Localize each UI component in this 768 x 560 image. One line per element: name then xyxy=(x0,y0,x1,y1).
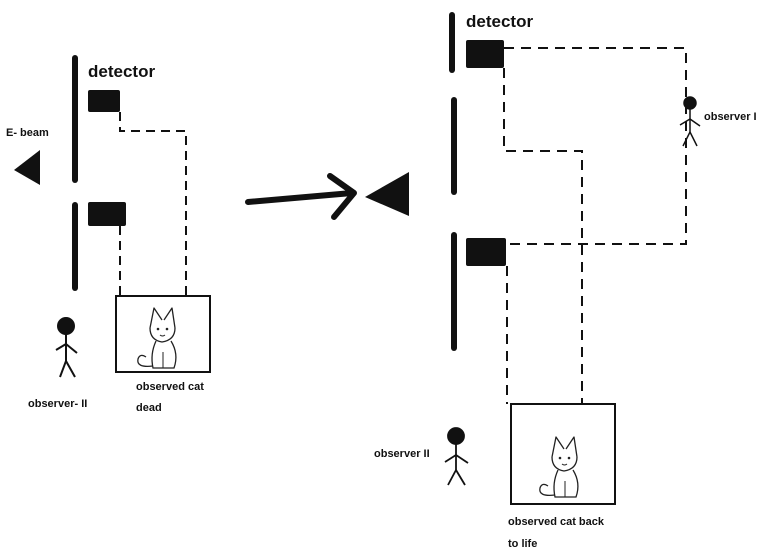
left-electron-gun xyxy=(14,150,40,185)
right-wire-top-loop xyxy=(504,47,687,245)
right-observer2-icon xyxy=(444,427,469,486)
left-cat-caption-line2: dead xyxy=(136,402,162,414)
left-wire-top xyxy=(119,112,187,296)
left-detector-label: detector xyxy=(88,62,156,81)
right-detector-top xyxy=(466,40,504,68)
right-cat-box xyxy=(510,403,616,505)
right-wire-top-down xyxy=(503,68,583,404)
left-cat-caption-line1: observed cat xyxy=(136,381,204,393)
right-detector-bottom xyxy=(466,238,506,266)
right-cat-caption-line1: observed cat back xyxy=(508,516,604,528)
left-observer-label: observer- II xyxy=(28,398,88,410)
right-observer2-label: observer II xyxy=(374,448,430,460)
right-electron-gun xyxy=(365,172,409,216)
left-beam-label: E- beam xyxy=(6,127,49,139)
right-cat-caption-line2: to life xyxy=(508,538,538,550)
left-detector-top xyxy=(88,90,120,112)
right-observer1-label: observer I xyxy=(704,111,757,123)
transition-arrow xyxy=(245,173,357,220)
right-observer1-icon xyxy=(679,96,701,147)
right-detector-label: detector xyxy=(466,12,534,31)
left-observer-icon xyxy=(55,317,78,378)
left-detector-bottom xyxy=(88,202,126,226)
